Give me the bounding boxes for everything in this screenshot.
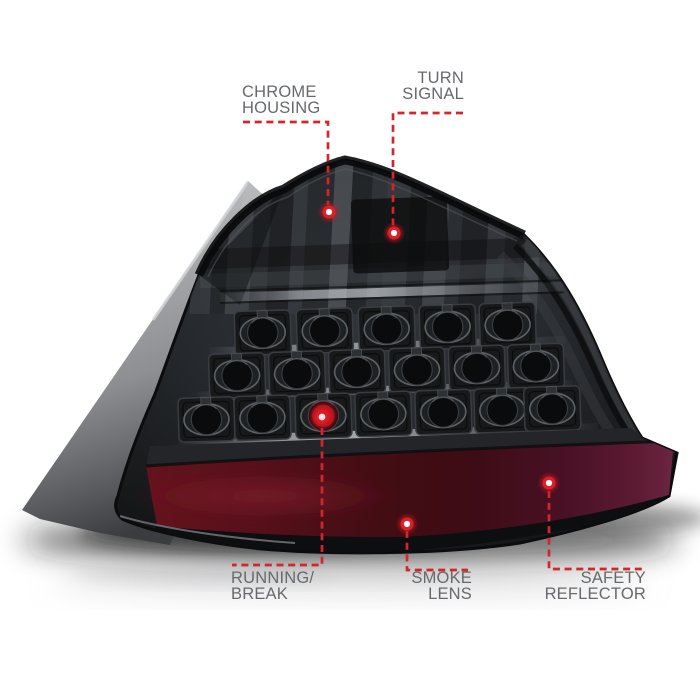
leader-line-turn-signal	[391, 111, 463, 226]
led-cell	[295, 307, 355, 355]
label-turn-signal-line2: SIGNAL	[402, 84, 464, 103]
callout-dot-chrome-housing	[314, 197, 344, 227]
leader-lines	[232, 111, 643, 572]
leader-line-chrome-housing	[243, 120, 330, 205]
label-running-break-line2: BREAK	[231, 584, 288, 603]
reflector-strip	[119, 428, 677, 552]
smoked-lens-body	[114, 155, 679, 555]
led-cell	[354, 390, 413, 438]
led-cell	[233, 394, 292, 442]
callout-dots	[305, 197, 564, 539]
label-running-break: RUNNING/ BREAK	[231, 569, 315, 603]
callout-dot-safety-reflector	[534, 468, 564, 498]
callout-dot-turn-signal	[379, 218, 409, 248]
label-smoke-lens-line1: SMOKE	[411, 569, 472, 587]
leader-line-smoke-lens	[405, 531, 468, 572]
led-cell	[267, 350, 327, 398]
led-cell	[357, 305, 416, 353]
led-cell	[506, 342, 566, 390]
label-chrome-housing-line2: HOUSING	[242, 98, 321, 117]
label-turn-signal: TURN SIGNAL	[402, 69, 464, 103]
led-cell	[233, 309, 293, 357]
label-smoke-lens: SMOKE LENS	[411, 569, 472, 603]
led-cell	[207, 352, 267, 399]
label-safety-reflector-line1: SAFETY	[580, 569, 646, 587]
label-safety-reflector-line2: REFLECTOR	[544, 584, 646, 603]
callout-dot-running-break	[305, 400, 339, 434]
led-cell	[387, 346, 447, 394]
label-smoke-lens-line2: LENS	[428, 584, 472, 603]
led-cell	[177, 396, 236, 443]
leader-line-safety-reflector	[547, 491, 643, 571]
led-cell	[418, 303, 477, 351]
label-running-break-line1: RUNNING/	[231, 569, 315, 587]
label-chrome-housing: CHROME HOUSING	[242, 83, 321, 117]
led-cell	[414, 388, 473, 436]
led-cell	[447, 344, 507, 392]
led-cell	[473, 386, 532, 434]
led-cell	[327, 348, 387, 396]
callout-dot-smoke-lens	[392, 509, 422, 539]
led-cell	[478, 301, 537, 349]
label-safety-reflector: SAFETY REFLECTOR	[544, 569, 646, 603]
led-cell	[523, 385, 582, 433]
label-chrome-housing-line1: CHROME	[242, 83, 317, 101]
label-turn-signal-line1: TURN	[417, 69, 464, 87]
